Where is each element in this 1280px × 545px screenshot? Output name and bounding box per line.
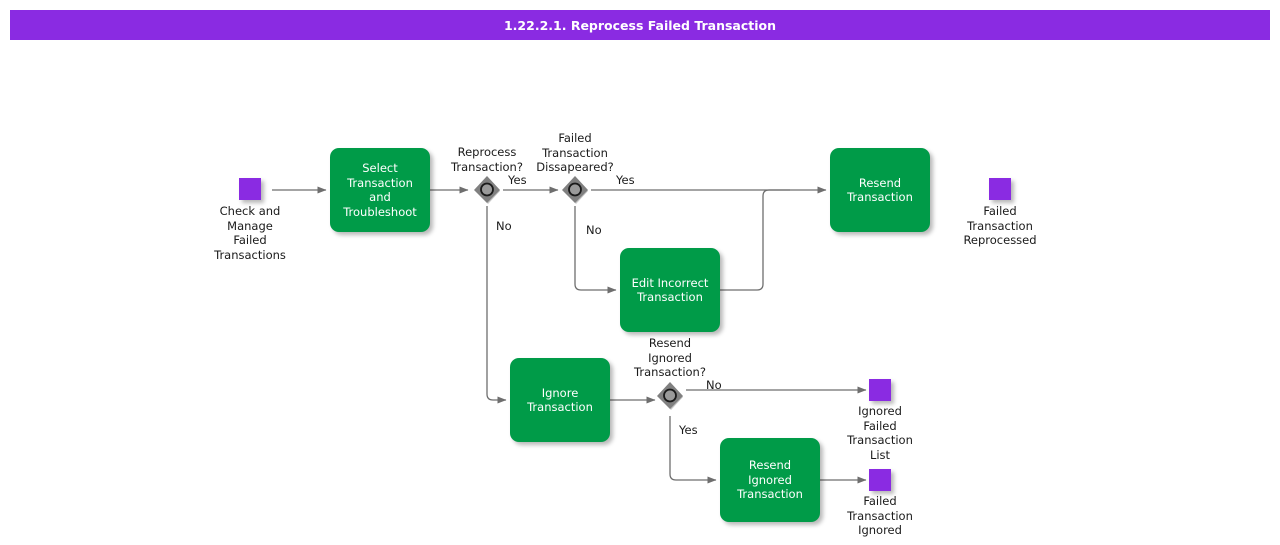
- terminal-end-ignored-label: Failed Transaction Ignored: [847, 494, 913, 537]
- process-resend-ignored[interactable]: Resend Ignored Transaction: [720, 438, 820, 522]
- terminal-end-ignored[interactable]: [869, 469, 891, 491]
- decision-resend-ignored-transaction-label: Resend Ignored Transaction?: [634, 336, 706, 379]
- process-edit-incorrect[interactable]: Edit Incorrect Transaction: [620, 248, 720, 332]
- terminal-end-reprocessed[interactable]: [989, 178, 1011, 200]
- terminal-end-ignored-list[interactable]: [869, 379, 891, 401]
- edge-reprocess-no-to-ignore: [486, 206, 507, 404]
- decision-resend-ignored-transaction[interactable]: [655, 381, 685, 411]
- terminal-end-ignored-list-label: Ignored Failed Transaction List: [847, 404, 913, 462]
- edge-disappeared-no-to-edit: [574, 206, 617, 294]
- edge-resend-ignored-yes-to-resend: [669, 416, 717, 484]
- terminal-start-check-manage-label: Check and Manage Failed Transactions: [214, 204, 286, 262]
- edge-label-reprocess-no: No: [496, 219, 512, 233]
- page-title: 1.22.2.1. Reprocess Failed Transaction: [503, 17, 777, 33]
- edge-label-resend-ignored-no: No: [706, 378, 722, 392]
- edge-edit-to-resend: [720, 189, 790, 291]
- edge-label-disappeared-yes: Yes: [616, 173, 635, 187]
- process-ignore-transaction[interactable]: Ignore Transaction: [510, 358, 610, 442]
- decision-failed-transaction-disappeared-label: Failed Transaction Dissapeared?: [536, 131, 614, 174]
- process-resend-transaction[interactable]: Resend Transaction: [830, 148, 930, 232]
- process-edit-incorrect-label: Edit Incorrect Transaction: [631, 275, 709, 305]
- edge-label-disappeared-no: No: [586, 223, 602, 237]
- process-select-transaction[interactable]: Select Transaction and Troubleshoot: [330, 148, 430, 232]
- process-select-transaction-label: Select Transaction and Troubleshoot: [343, 161, 417, 219]
- terminal-start-check-manage[interactable]: [239, 178, 261, 200]
- process-resend-ignored-label: Resend Ignored Transaction: [737, 458, 803, 502]
- terminal-end-reprocessed-label: Failed Transaction Reprocessed: [963, 204, 1037, 247]
- edge-label-reprocess-yes: Yes: [508, 173, 527, 187]
- decision-reprocess-transaction[interactable]: [472, 175, 502, 205]
- process-ignore-transaction-label: Ignore Transaction: [527, 385, 593, 415]
- process-resend-transaction-label: Resend Transaction: [847, 175, 913, 205]
- edge-label-resend-ignored-yes: Yes: [679, 423, 698, 437]
- decision-failed-transaction-disappeared[interactable]: [560, 175, 590, 205]
- decision-reprocess-transaction-label: Reprocess Transaction?: [451, 145, 523, 174]
- page-title-bar: 1.22.2.1. Reprocess Failed Transaction: [10, 10, 1270, 40]
